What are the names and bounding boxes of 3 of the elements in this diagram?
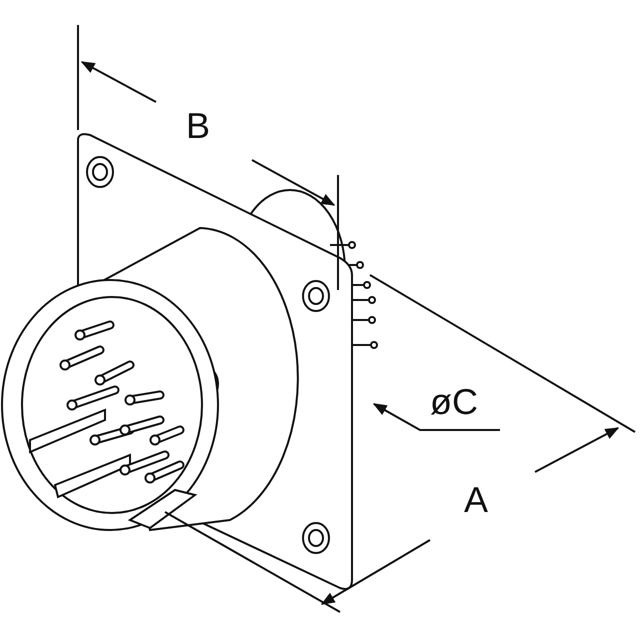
dimension-label: B bbox=[186, 108, 210, 144]
dimension-label: øC bbox=[430, 384, 478, 420]
dimension-label: A bbox=[464, 482, 488, 518]
